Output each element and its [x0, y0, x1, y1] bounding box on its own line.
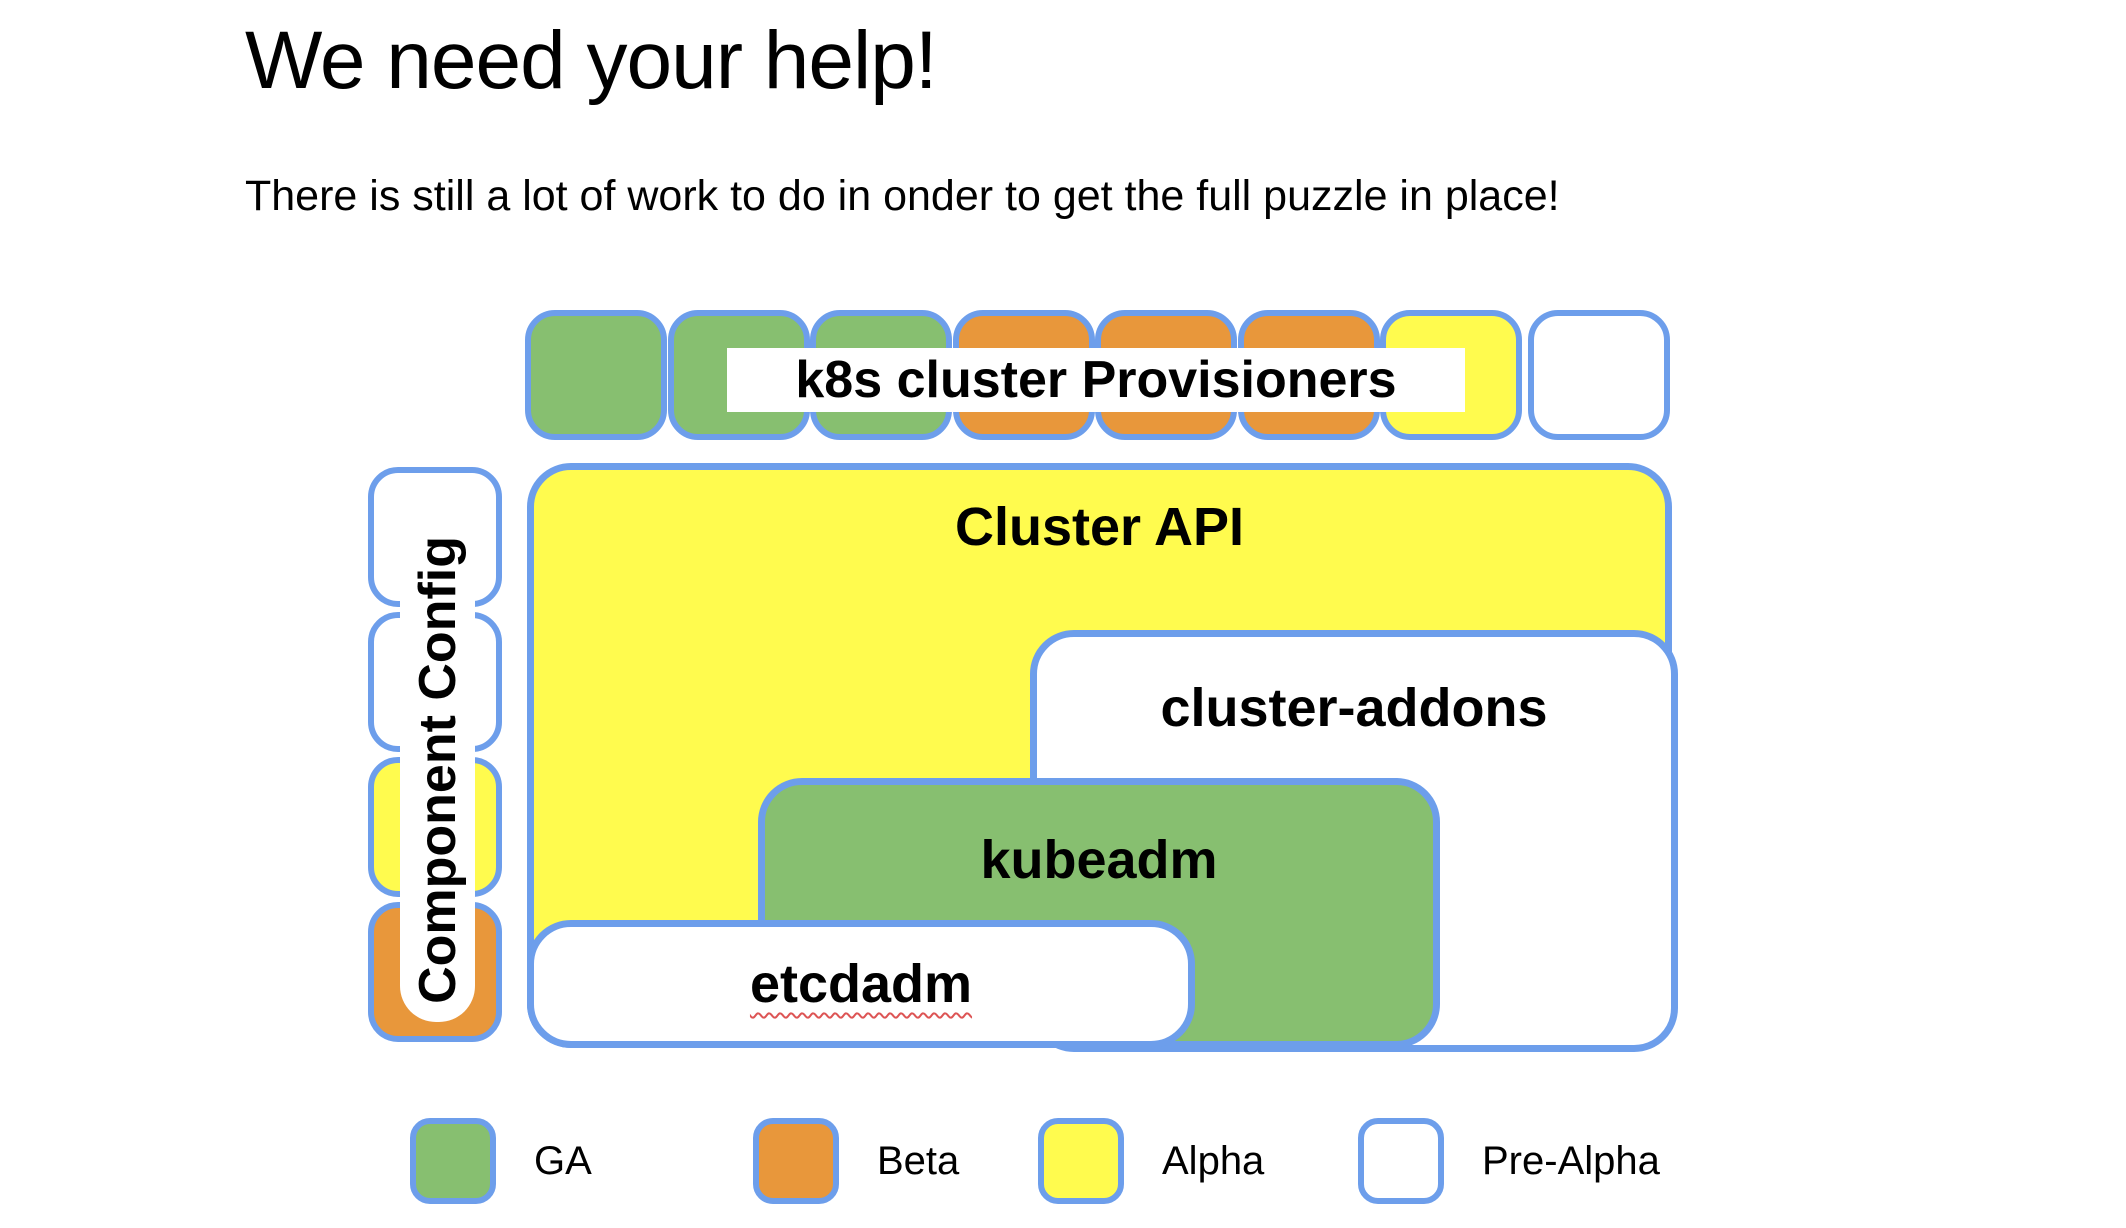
cluster-api-label: Cluster API — [954, 497, 1245, 557]
legend-swatch-ga — [410, 1118, 496, 1204]
legend-label-prealpha: Pre-Alpha — [1482, 1138, 1660, 1183]
legend-label-ga: GA — [534, 1138, 592, 1183]
legend-swatch-beta — [753, 1118, 839, 1204]
etcdadm-label: etcdadm — [749, 954, 973, 1014]
etcdadm-box: etcdadm — [527, 920, 1195, 1048]
slide-title: We need your help! — [245, 15, 938, 106]
legend-item-alpha: Alpha — [1038, 1118, 1264, 1204]
provisioner-square-1-ga — [525, 310, 667, 440]
legend-item-beta: Beta — [753, 1118, 959, 1204]
provisioner-square-8-prealpha — [1528, 310, 1670, 440]
component-config-label-text: Component Config — [408, 535, 467, 1004]
legend-swatch-alpha — [1038, 1118, 1124, 1204]
component-config-label: Component Config — [400, 517, 475, 1022]
legend-item-ga: GA — [410, 1118, 592, 1204]
legend-item-prealpha: Pre-Alpha — [1358, 1118, 1660, 1204]
legend-label-beta: Beta — [877, 1138, 960, 1183]
legend-swatch-prealpha — [1358, 1118, 1444, 1204]
kubeadm-label: kubeadm — [980, 830, 1218, 890]
legend-label-alpha: Alpha — [1162, 1138, 1265, 1183]
slide-subtitle: There is still a lot of work to do in on… — [245, 172, 1560, 220]
provisioners-label: k8s cluster Provisioners — [727, 348, 1465, 412]
cluster-addons-label: cluster-addons — [1160, 678, 1548, 738]
